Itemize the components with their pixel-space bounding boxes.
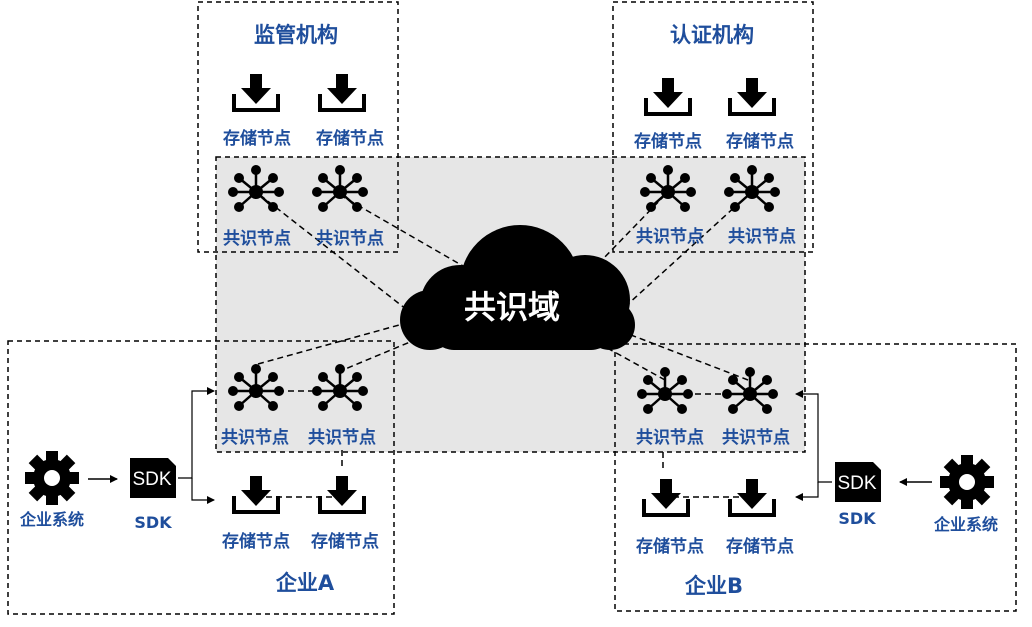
storage-node-label: 存储节点 [311,531,379,552]
enterprise-b-box [614,343,1017,612]
storage-node-label: 存储节点 [223,128,291,149]
enterprise-system-label: 企业系统 [933,515,998,534]
storage-node-icon [318,474,366,514]
sdk-to-storage-arrow [191,478,215,504]
sdk-to-consensus-arrow [795,390,832,483]
storage-node-icon [728,76,776,116]
sdk-to-consensus-arrow [178,387,215,479]
sdk-label: SDK [134,513,172,532]
storage-node-icon [318,72,366,112]
sdk-chip-text: SDK [132,469,171,490]
enterprise-b-title: 企业B [684,574,743,598]
sdk-label: SDK [838,509,876,528]
certifier-box [612,1,814,253]
storage-node-icon [232,72,280,112]
certifier-title: 认证机构 [670,23,754,47]
storage-node-icon [642,477,690,517]
sdk-chip-text: SDK [837,473,876,494]
consensus-node-label: 共识节点 [636,226,704,247]
gear-icon [25,451,79,505]
sdk-to-storage-arrow [795,482,819,501]
storage-node-label: 存储节点 [634,131,702,152]
enterprise-system-label: 企业系统 [19,510,84,529]
consensus-node-label: 共识节点 [308,427,376,448]
storage-node-label: 存储节点 [726,131,794,152]
storage-node-label: 存储节点 [316,128,384,149]
consensus-node-label: 共识节点 [722,427,790,448]
enterprise-a-box [7,340,395,615]
storage-node-label: 存储节点 [726,536,794,557]
enterprise-a-title: 企业A [275,571,335,595]
gear-icon [940,455,994,509]
consensus-node-label: 共识节点 [316,228,384,249]
consensus-cloud: 共识域 [400,225,635,350]
regulator-title: 监管机构 [254,23,338,47]
consensus-node-label: 共识节点 [636,427,704,448]
storage-node-label: 存储节点 [636,536,704,557]
consensus-node-label: 共识节点 [223,228,291,249]
consensus-node-label: 共识节点 [728,226,796,247]
storage-node-label: 存储节点 [222,531,290,552]
regulator-box [197,1,399,253]
cloud-label: 共识域 [464,288,560,326]
consensus-node-label: 共识节点 [221,427,289,448]
storage-node-icon [232,474,280,514]
storage-node-icon [644,76,692,116]
